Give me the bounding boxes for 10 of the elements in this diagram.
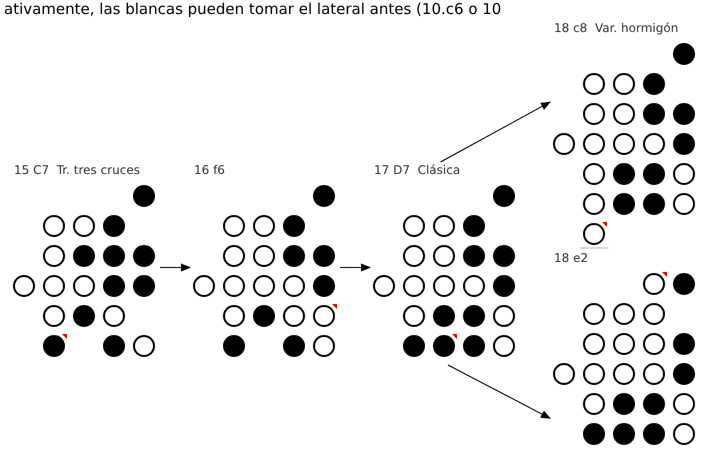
position-caption: 15 C7 Tr. tres cruces [14,162,140,178]
arrow [160,264,191,272]
arrow [340,264,371,272]
position-caption: 16 f6 [194,162,225,178]
position-caption: 18 c8 Var. hormigón [554,20,678,36]
position-caption: 18 e2 [554,250,588,266]
arrow [448,364,551,419]
position-caption: 17 D7 Clásica [374,162,460,178]
note-text: ativamente, las blancas pueden tomar el lateral antes (10.c6 o 10 [4,0,502,18]
arrow [440,102,551,162]
